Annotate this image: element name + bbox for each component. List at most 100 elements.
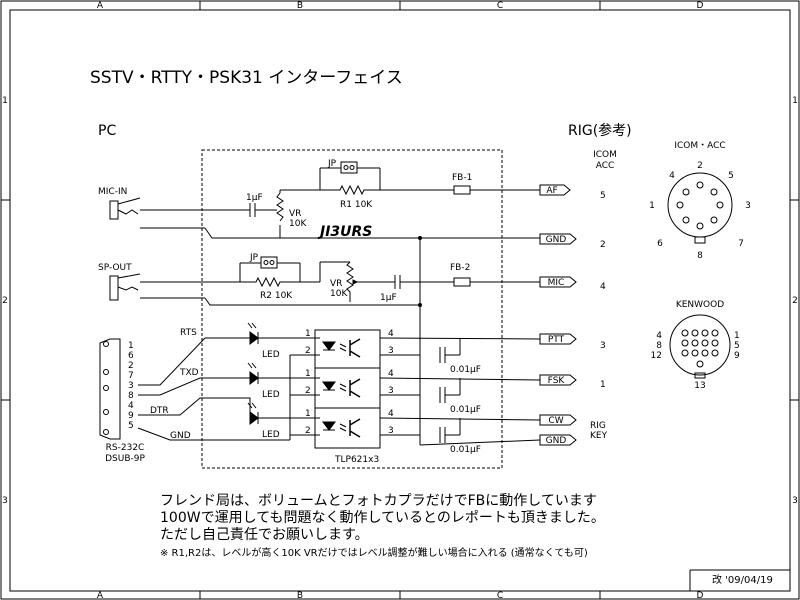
dsub-pin-8: 8 [128,391,134,401]
sp-out-section: SP-OUT JP R2 10K VR 10K 1μF FB-2 [98,253,540,306]
coupler-1-pin-2: 2 [305,346,311,356]
col-label-a-bottom: A [97,591,104,600]
revision-date: 改 '09/04/19 [712,573,773,586]
kenwood-pin-4: 4 [656,331,662,341]
led-2-label: LED [262,390,280,400]
icom-acc-connector: ICOM・ACC 2 4 5 1 3 6 7 8 [649,141,751,261]
kenwood-pin-hole [711,329,719,337]
icom-pin-3: 3 [745,201,751,211]
coupler-1-led [322,341,336,351]
mic-fb-label: FB-1 [452,173,472,183]
mic-vr-label-line1: VR [289,209,301,219]
coupler-3-transistor [349,418,361,438]
icom-pin-7: 7 [738,239,744,249]
coupler-3-pin-2: 2 [305,426,311,436]
dsub9-connector: 1 6 2 7 3 8 4 9 5 RS-232C DSUB-9P [99,338,145,464]
dsub-pin-2: 2 [128,361,134,371]
rig-signal-tags: AF 5 GND 2 MIC 4 PTT 3 FSK 1 CW GND RIG … [539,184,608,446]
row-label-1-left: 1 [2,96,8,106]
col-label-d-top: D [697,1,704,11]
sp-vr-label-line1: VR [330,279,342,289]
led-1-label: LED [262,350,280,360]
led-2-rays [247,362,257,369]
cap-3-label: 0.01μF [450,445,481,455]
dsub-pin-1: 1 [128,341,134,351]
pc-heading: PC [98,123,116,139]
icom-pin-2: 2 [697,161,703,171]
mic-in-jack-symbol [109,197,141,220]
coupler-3-light [339,423,347,432]
led-3-rays [247,402,257,409]
kenwood-pin-8: 8 [656,341,662,351]
kenwood-pin-hole [681,339,689,347]
dsub-label-line1: RS-232C [106,443,145,453]
rig-heading: RIG(参考) [568,122,632,139]
mic-jp-label: JP [327,159,337,169]
col-label-b-bottom: B [297,591,303,600]
pc-signal-dtr: DTR [150,406,169,416]
sp-out-jack-symbol [109,273,141,301]
sp-r2-label: R2 10K [260,291,293,301]
coupler-3-pin-3: 3 [388,426,394,436]
note-line-1: フレンド局は、ボリュームとフォトカプラだけでFBに動作しています [160,493,597,509]
sp-out-label: SP-OUT [98,263,132,273]
note-line-2: 100Wで運用しても問題なく動作しているとのレポートも頂きました。 [160,510,605,526]
row-label-1-right: 1 [792,96,798,106]
rig-tag-cw: CW [548,416,563,426]
rig-tag-gnd: GND [546,235,567,245]
icom-acc-heading-line2: ACC [596,161,615,171]
kenwood-title: KENWOOD [676,300,724,310]
row-label-3-right: 3 [792,496,798,506]
mic-in-section: MIC-IN 1μF VR 10K JP R1 10K FB-1 [98,159,540,239]
mic-ferrite-bead [453,185,471,195]
notes-block: フレンド局は、ボリュームとフォトカプラだけでFBに動作しています 100Wで運用… [160,493,605,559]
coupler-2-led [322,381,336,391]
kenwood-pin-13: 13 [694,381,705,391]
dsub-pin-3: 3 [128,381,134,391]
coupler-1-transistor [349,338,361,358]
coupler-2-pin-4: 4 [388,369,394,379]
row-label-2-right: 2 [792,296,798,306]
coupler-1-pin-3: 3 [388,346,394,356]
footnote: ※ R1,R2は、レベルが高く10K VRだけではレベル調整が難しい場合に入れる… [160,546,588,559]
mic-jumper [340,161,358,174]
coupler-2-pin-2: 2 [305,386,311,396]
icom-pin-4: 4 [669,171,675,181]
rig-tag-af: AF [546,186,557,196]
page-title: SSTV・RTTY・PSK31 インターフェイス [90,68,403,88]
kenwood-pin-hole [701,329,709,337]
dsub-pin-6: 6 [128,351,134,361]
sp-vr-label-line2: 10K [330,289,348,299]
icom-pin-1: 1 [649,201,655,211]
kenwood-pin-hole [681,349,689,357]
kenwood-pin-5: 5 [734,341,740,351]
mic-cap-label: 1μF [246,193,263,203]
kenwood-pin-12: 12 [651,351,662,361]
coupler-2-pin-3: 3 [388,386,394,396]
coupler-1-pin-4: 4 [388,329,394,339]
coupler-2-transistor [349,378,361,398]
mic-in-label: MIC-IN [98,187,127,197]
pc-signal-rts: RTS [180,328,197,338]
kenwood-pin-hole [711,349,719,357]
led-3-symbol [249,411,259,425]
dsub-pin-4: 4 [128,401,134,411]
rig-pin-gnd: 2 [600,240,606,250]
coupler-1-light [339,343,347,352]
coupler-2-pin-1: 1 [305,369,311,379]
led-1-symbol [249,331,259,345]
col-label-d-bottom: D [697,591,704,600]
coupler-3-led [322,421,336,431]
coupler-3-pin-1: 1 [305,409,311,419]
mic-r1-label: R1 10K [340,200,373,210]
cap-2-label: 0.01μF [450,405,481,415]
kenwood-pin-hole [691,349,699,357]
coupler-package-outline [314,329,381,449]
note-line-3: ただし自己責任でお願いします。 [160,527,369,543]
sp-ferrite-bead [453,277,471,287]
kenwood-pin-hole [681,329,689,337]
kenwood-pin-hole [691,339,699,347]
row-label-2-left: 2 [2,296,8,306]
col-label-b-top: B [297,1,303,11]
